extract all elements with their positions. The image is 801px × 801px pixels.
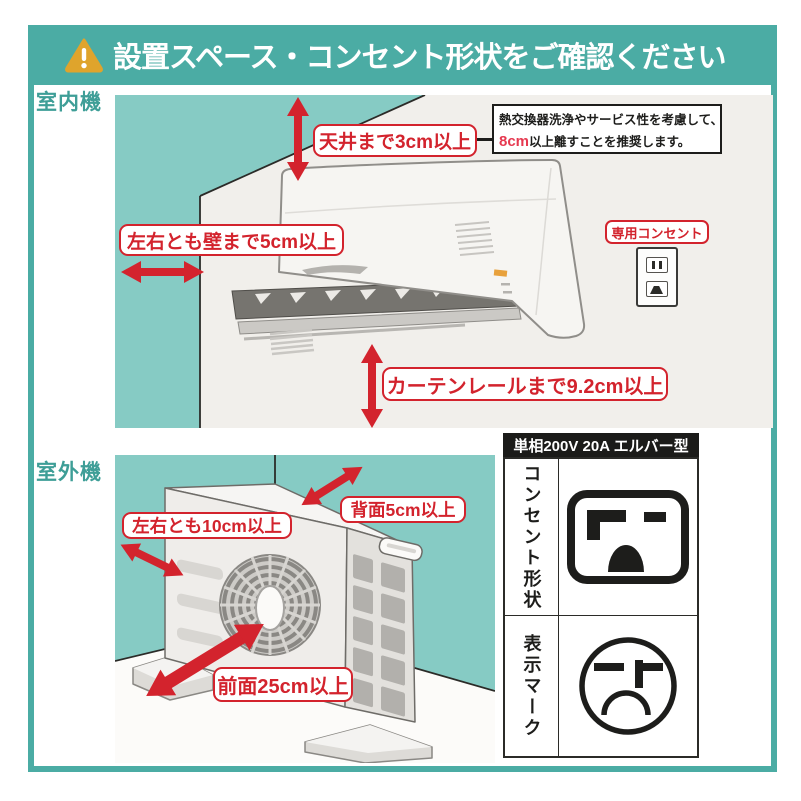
outlet-slot-pair <box>646 257 668 273</box>
display-mark-row-label: 表示マーク <box>505 616 559 756</box>
note-line2: 以上離すことを推奨します。 <box>529 135 691 149</box>
fan-grille <box>219 554 321 656</box>
curtain-rail-arrow <box>361 344 383 428</box>
back-clearance-arrow <box>301 466 363 506</box>
power-spec-header: 単相200V 20A エルバー型 <box>503 433 699 457</box>
outlet-shape-row-label: コンセント形状 <box>505 459 559 616</box>
curtain-rail-label: カーテンレールまで9.2cm以上 <box>382 367 668 401</box>
note-line1: 熱交換器洗浄やサービス性を考慮して、 <box>499 113 724 127</box>
outdoor-side-clearance-label: 左右とも10cm以上 <box>122 512 292 539</box>
page-title: 設置スペース・コンセント形状をご確認ください <box>113 42 727 74</box>
warning-triangle-icon <box>65 38 103 73</box>
outlet-shape-cell <box>559 459 697 616</box>
header-band: 設置スペース・コンセント形状をご確認ください <box>28 25 777 85</box>
side-clearance-arrow-outdoor <box>120 543 184 577</box>
side-vent-grid <box>353 554 405 717</box>
indoor-unit-body <box>278 159 586 339</box>
outdoor-unit-illustration <box>115 455 495 763</box>
front-grille-slots <box>177 559 223 648</box>
service-clearance-note: 熱交換器洗浄やサービス性を考慮して、 8cm以上離すことを推奨します。 <box>492 104 724 154</box>
outlet-ground-slot <box>646 281 668 297</box>
display-mark-icon <box>579 637 677 735</box>
ceiling-clearance-arrow <box>287 97 309 181</box>
side-clearance-arrow <box>121 261 204 283</box>
outdoor-front-clearance-label: 前面25cm以上 <box>213 667 353 702</box>
dedicated-outlet-label: 専用コンセント <box>605 220 709 244</box>
ceiling-clearance-label: 天井まで3cm以上 <box>313 124 477 157</box>
outdoor-section-label: 室外機 <box>36 461 102 484</box>
indoor-section-label: 室内機 <box>36 91 102 114</box>
dedicated-outlet-icon <box>636 247 678 307</box>
note-highlight: 8cm <box>499 133 530 150</box>
display-mark-cell <box>559 616 697 756</box>
front-clearance-arrow <box>146 623 264 697</box>
wall-clearance-label: 左右とも壁まで5cm以上 <box>119 224 344 256</box>
side-handle <box>378 537 423 562</box>
outlet-spec-table: コンセント形状 表示マーク <box>503 457 699 758</box>
note-connector-line <box>476 138 493 141</box>
outdoor-back-clearance-label: 背面5cm以上 <box>340 496 466 523</box>
outlet-shape-icon <box>567 490 689 584</box>
indicator-lamp <box>493 269 508 277</box>
